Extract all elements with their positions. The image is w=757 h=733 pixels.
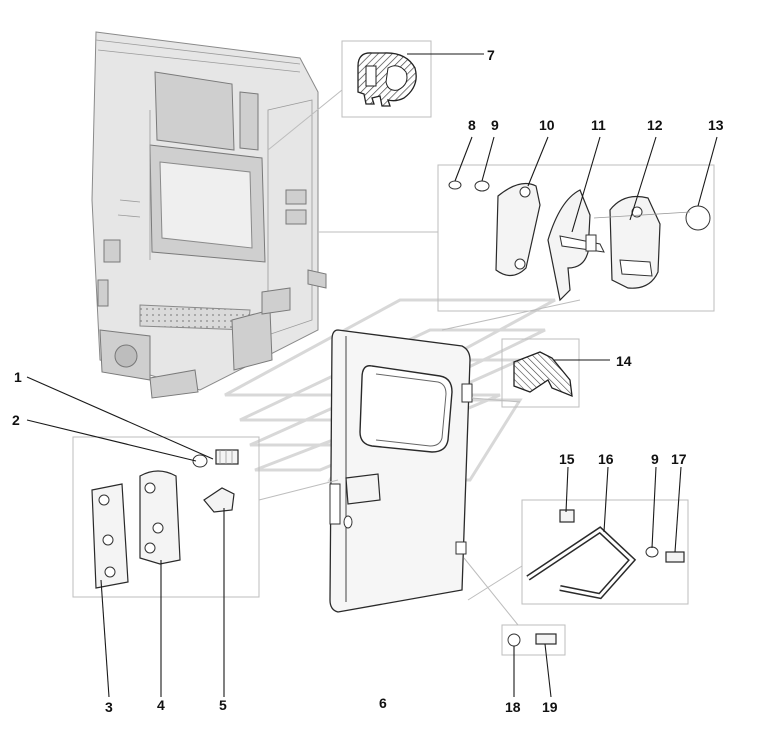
- pin-icon: [203, 487, 235, 513]
- seal-detail: [341, 40, 432, 118]
- callout-5: 5: [219, 697, 227, 713]
- callout-11: 11: [591, 117, 606, 133]
- door-panel: [329, 329, 471, 613]
- callout-6: 6: [379, 695, 387, 711]
- callout-9b: 9: [651, 451, 659, 467]
- callout-15: 15: [559, 451, 575, 467]
- bracket-detail: [72, 436, 260, 598]
- retainer-detail: [521, 499, 689, 605]
- retainer-strap-icon: [526, 526, 637, 600]
- fastener-detail: [501, 624, 566, 656]
- hinge-plate-icon: [495, 183, 541, 277]
- van-body: [91, 31, 327, 399]
- bracket-icon: [139, 470, 181, 565]
- callout-2: 2: [12, 412, 20, 428]
- callout-labels: 1 2 3 4 5 6 7 8 9 10 11 12 13 14 15 16 9…: [12, 47, 724, 715]
- leader-lines: [26, 136, 718, 698]
- callout-10: 10: [539, 117, 555, 133]
- callout-14: 14: [616, 353, 632, 369]
- callout-12: 12: [647, 117, 663, 133]
- callout-8: 8: [468, 117, 476, 133]
- hinge-detail: [437, 164, 715, 312]
- callout-4: 4: [157, 697, 165, 713]
- callout-13: 13: [708, 117, 724, 133]
- callout-19: 19: [542, 699, 558, 715]
- callout-9a: 9: [491, 117, 499, 133]
- callout-17: 17: [671, 451, 687, 467]
- callout-16: 16: [598, 451, 614, 467]
- callout-3: 3: [105, 699, 113, 715]
- striker-detail: [501, 338, 610, 408]
- callout-7: 7: [487, 47, 495, 63]
- callout-18: 18: [505, 699, 521, 715]
- callout-1: 1: [14, 369, 22, 385]
